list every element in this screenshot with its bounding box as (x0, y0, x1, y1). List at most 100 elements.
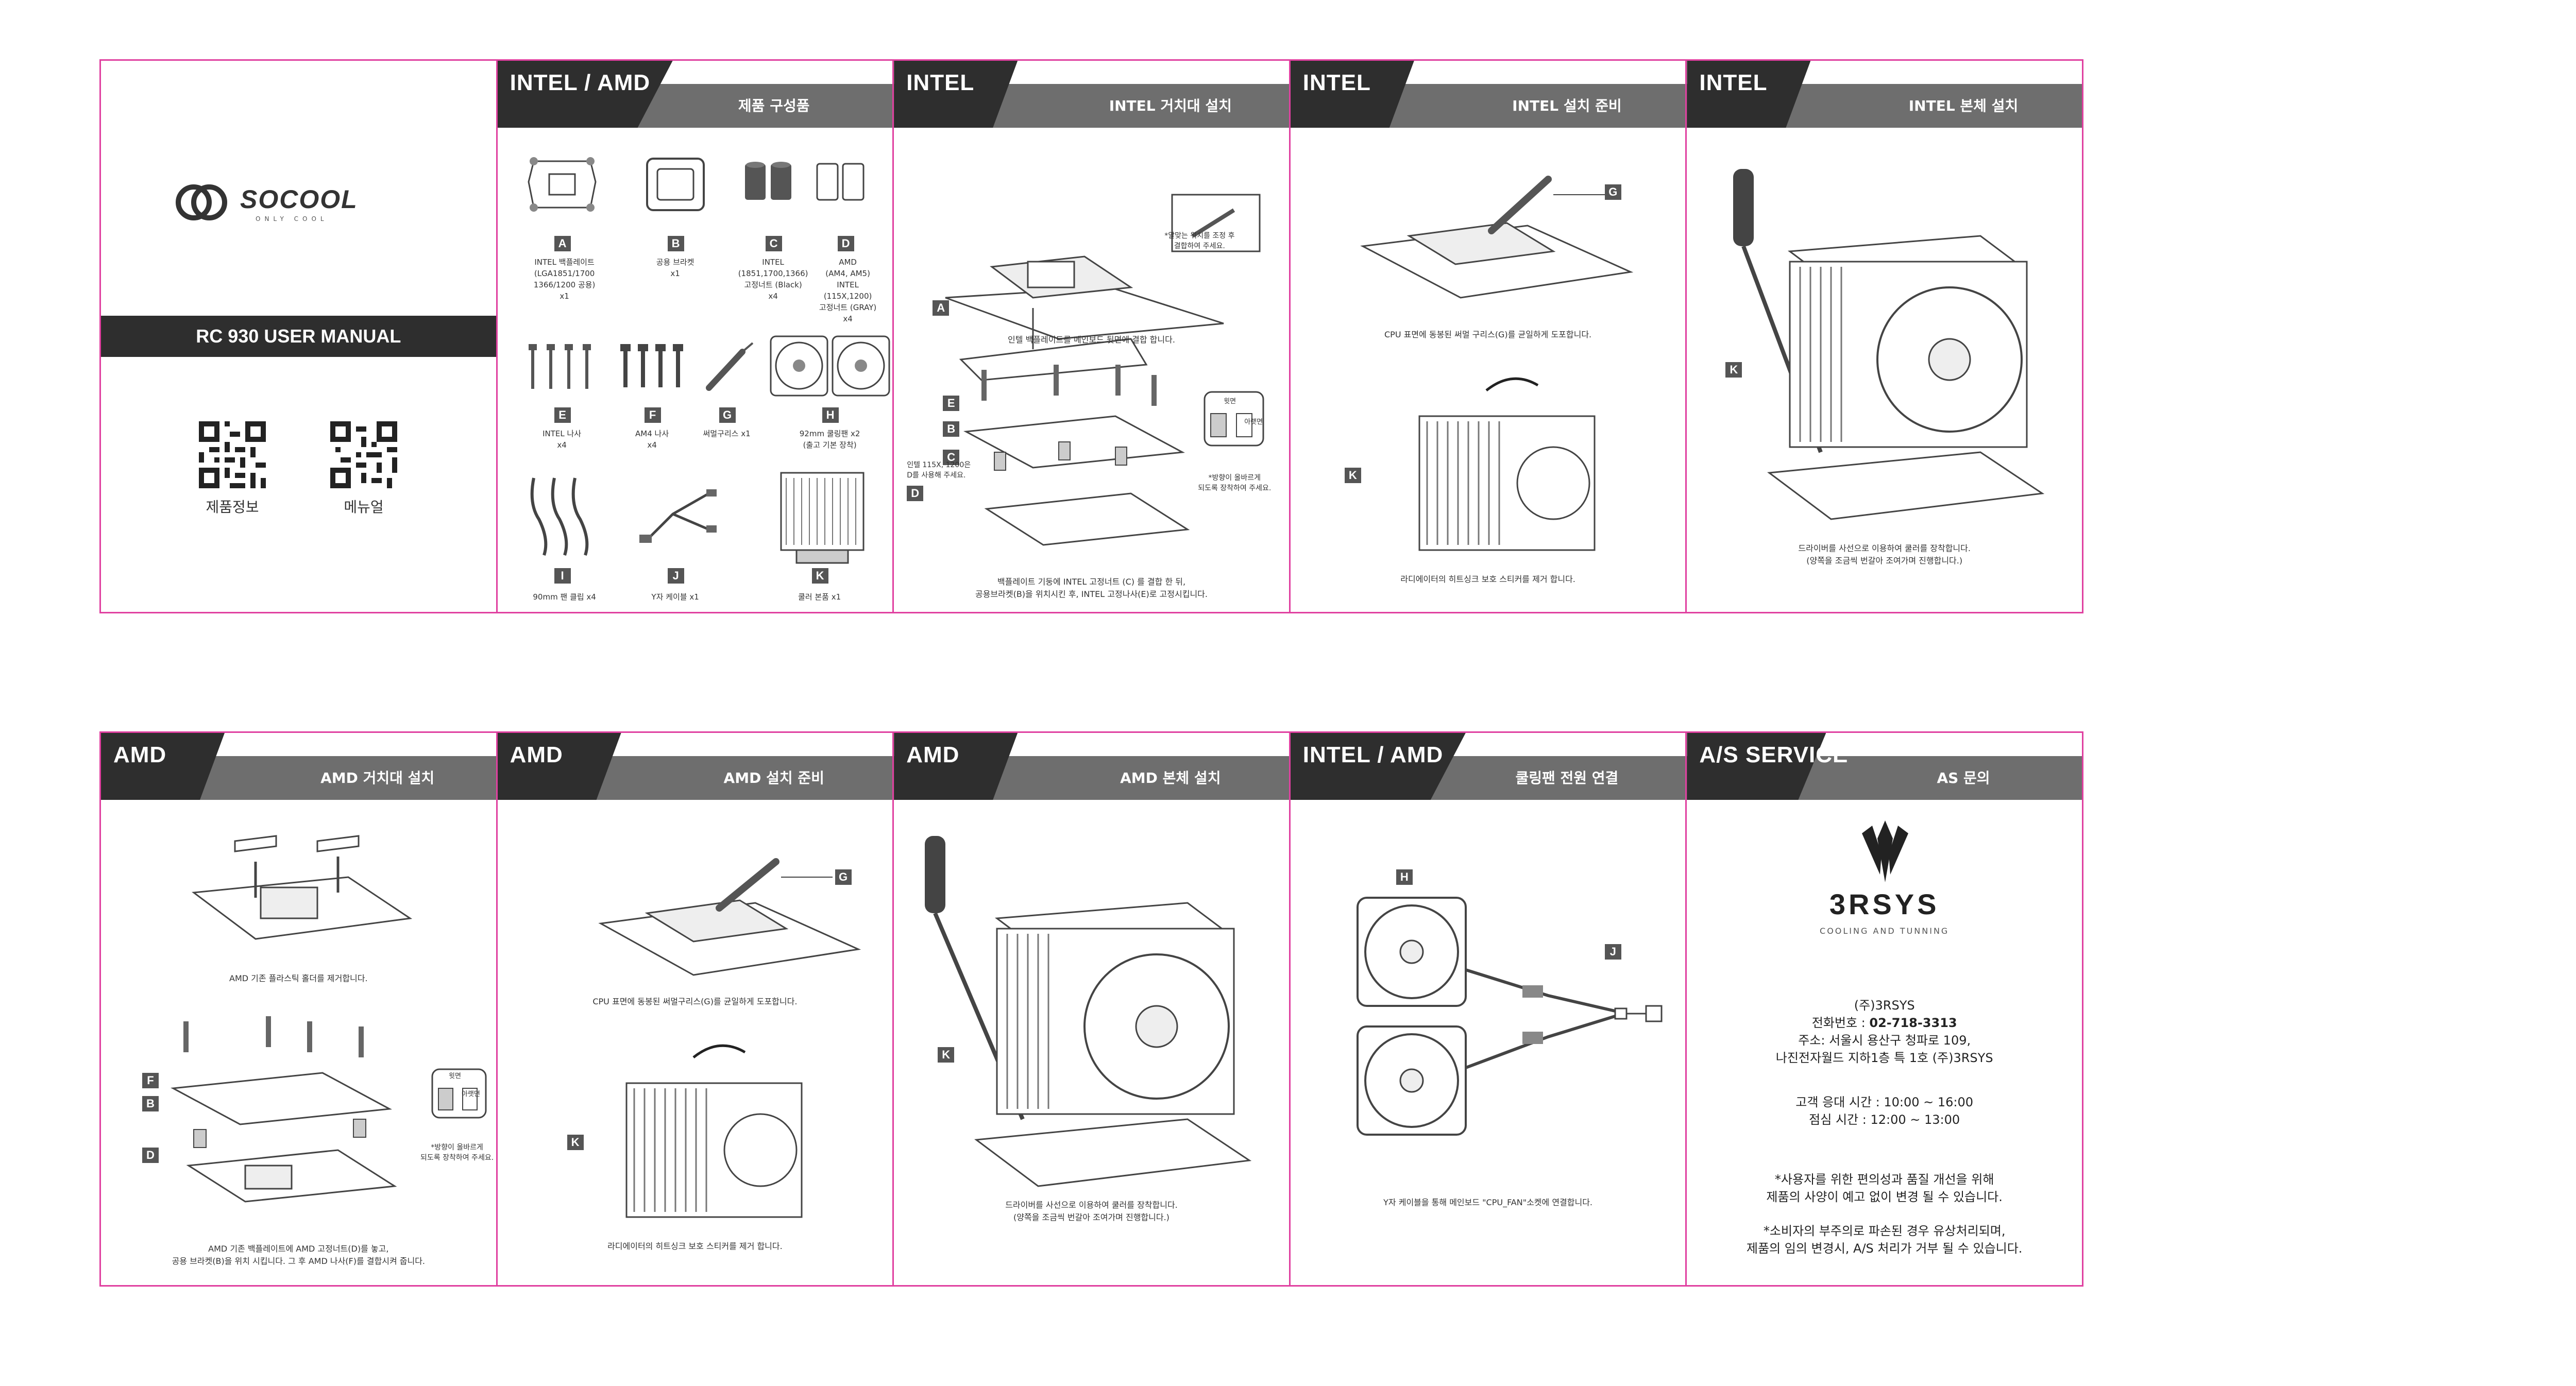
part-d-label: AMD (AM4, AM5) INTEL (115X,1200) 고정너트 (G… (819, 258, 877, 323)
step-caption-2: 라디에이터의 히트싱크 보호 스티커를 제거 합니다. (607, 1241, 783, 1251)
step-caption-1: AMD 기존 플라스틱 홀더를 제거합니다. (229, 973, 368, 983)
part-b-label: 공용 브라켓 x1 (656, 258, 694, 278)
notice-1-line-1: *사용자를 위한 편의성과 품질 개선을 위해 (1774, 1172, 1994, 1187)
badge-k: K (1344, 468, 1361, 483)
phone-number[interactable]: 02-718-3313 (1869, 1016, 1957, 1030)
lunch-hours: 점심 시간 : 12:00 ~ 13:00 (1809, 1113, 1960, 1127)
badge-d: D (837, 236, 854, 251)
badge-k: K (811, 568, 828, 584)
badge-k: K (1725, 362, 1742, 378)
step-caption: 드라이버를 사선으로 이용하여 쿨러를 장착합니다. (양쪽을 조금씩 번갈아 … (1798, 543, 1971, 566)
step-caption-2: 라디에이터의 히트싱크 보호 스티커를 제거 합니다. (1400, 574, 1575, 584)
badge-e: E (554, 407, 571, 423)
panel-title: 쿨링팬 전원 연결 (1515, 769, 1619, 786)
qr-code-manual[interactable] (330, 421, 397, 488)
fan-wiring-drawing (1356, 897, 1663, 1136)
panel-tag: INTEL (1699, 70, 1768, 95)
panel-tag: A/S SERVICE (1699, 742, 1849, 767)
part-k-label: 쿨러 본품 x1 (798, 592, 841, 602)
nut-bottom-label: 아랫면 (462, 1090, 480, 1098)
manual-title: RC 930 USER MANUAL (101, 316, 496, 357)
badge-c: C (943, 450, 960, 465)
intel-cpu-grease-drawing (1360, 176, 1634, 299)
panel-tag: INTEL (906, 70, 975, 95)
badge-e: E (943, 396, 960, 411)
nut-orientation-drawing (1204, 391, 1264, 447)
panel-header: INTEL / AMD 쿨링팬 전원 연결 (1290, 733, 1686, 800)
qr-code-product[interactable] (199, 421, 266, 488)
badge-g: G (835, 869, 852, 885)
amd-cpu-grease-drawing (598, 858, 861, 976)
intel-screws-drawing (528, 344, 591, 389)
badge-h: H (822, 407, 839, 423)
panel-tag: AMD (113, 742, 167, 767)
nut-orientation-note: *방향이 올바르게 되도록 장착하여 주세요. (420, 1143, 494, 1162)
badge-d: D (142, 1148, 159, 1163)
y-cable-drawing (639, 489, 717, 543)
brand-tagline: ONLY COOL (256, 215, 328, 223)
panel-header: AMD AMD 본체 설치 (894, 733, 1289, 800)
notice-2-line-2: 제품의 임의 변경시, A/S 처리가 거부 될 수 있습니다. (1746, 1241, 2023, 1256)
badge-i: I (554, 568, 571, 584)
panel-title: AMD 설치 준비 (723, 769, 824, 786)
panel-as-service: A/S SERVICE AS 문의 3RSYS COOLING AND TUNN… (1687, 733, 2082, 1285)
intel-backplate-install-drawing (945, 194, 1261, 381)
qr-label-manual: 메뉴얼 (344, 499, 384, 516)
panel-title: INTEL 설치 준비 (1512, 97, 1622, 114)
intel-115x-note: 인텔 115X, 1200은 D를 사용해 주세요. (907, 461, 971, 480)
nut-orientation-note: *방향이 올바르게 되도록 장착하여 주세요. (1198, 474, 1272, 492)
nut-gray-drawing (816, 163, 865, 201)
panel-header: AMD AMD 거치대 설치 (101, 733, 496, 800)
nut-orientation-drawing (431, 1068, 487, 1119)
badge-d: D (907, 486, 924, 501)
brand-logo-text: SOCOOL (240, 185, 358, 214)
nut-bottom-label: 아랫면 (1244, 418, 1263, 426)
badge-b: B (667, 236, 684, 251)
panel-fan-power: INTEL / AMD 쿨링팬 전원 연결 H J Y자 케이블을 통해 메인보… (1290, 733, 1687, 1285)
badge-b: B (142, 1096, 159, 1111)
panel-amd-bracket: AMD AMD 거치대 설치 AMD 기존 플라스틱 홀더를 제거합니다. F … (101, 733, 498, 1285)
panel-header: A/S SERVICE AS 문의 (1687, 733, 2082, 800)
address-line-1: 주소: 서울시 용산구 청파로 109, (1798, 1033, 1971, 1048)
amd-screws-drawing (620, 344, 683, 387)
amd-cooler-install-drawing (925, 836, 1252, 1187)
panel-components: INTEL / AMD 제품 구성품 A B C D INTEL 백플레이트 (… (497, 61, 894, 612)
amd-bracket-install-drawing (170, 1016, 397, 1203)
badge-f: F (644, 407, 661, 423)
nut-black-drawing (744, 162, 791, 200)
phone-line: 전화번호 : 02-718-3313 (1687, 1014, 2082, 1032)
qr-label-product: 제품정보 (206, 499, 259, 516)
step-caption-1: CPU 표면에 동봉된 써멀 구리스(G)를 균일하게 도포합니다. (1384, 330, 1592, 339)
service-hours: 고객 응대 시간 : 10:00 ~ 16:00 (1795, 1095, 1974, 1109)
as-brand-tagline: COOLING AND TUNNING (1820, 926, 1950, 936)
notice-2-line-1: *소비자의 부주의로 파손된 경우 유상처리되며, (1763, 1224, 2006, 1238)
panel-title: INTEL 거치대 설치 (1109, 97, 1232, 114)
panel-header: INTEL / AMD 제품 구성품 (497, 61, 893, 128)
panel-tag: INTEL / AMD (510, 70, 651, 95)
part-j-label: Y자 케이블 x1 (651, 592, 699, 602)
badge-h: H (1396, 869, 1413, 885)
phone-label: 전화번호 : (1811, 1016, 1870, 1030)
nut-top-label: 윗면 (1224, 398, 1236, 405)
panel-tag: AMD (906, 742, 960, 767)
panel-intel-main: INTEL INTEL 본체 설치 K 드라이버를 사선으로 이용하여 쿨러를 … (1687, 61, 2082, 612)
part-i-label: 90mm 팬 클립 x4 (533, 592, 596, 602)
badge-f: F (142, 1073, 159, 1088)
badge-j: J (667, 568, 684, 584)
heatsink-sticker-drawing (625, 1044, 803, 1218)
part-h-label: 92mm 쿨링팬 x2 (출고 기본 장착) (799, 429, 860, 450)
cooler-drawing (780, 472, 865, 564)
manual-sheet-bottom: AMD AMD 거치대 설치 AMD 기존 플라스틱 홀더를 제거합니다. F … (99, 731, 2083, 1287)
heatsink-sticker-drawing (1418, 377, 1596, 551)
step-caption: Y자 케이블을 통해 메인보드 "CPU_FAN"소켓에 연결합니다. (1383, 1197, 1593, 1207)
badge-j: J (1604, 944, 1621, 960)
panel-header: AMD AMD 설치 준비 (497, 733, 893, 800)
address-line-2: 나진전자월드 지하1층 특 1호 (주)3RSYS (1775, 1051, 1993, 1065)
intel-bracket-install-drawing (963, 365, 1190, 546)
badge-c: C (765, 236, 782, 251)
badge-b: B (943, 421, 960, 437)
badge-a: A (554, 236, 571, 251)
fans-drawing (770, 335, 890, 397)
thermal-grease-drawing (705, 342, 753, 391)
part-g-label: 써멀구리스 x1 (703, 429, 751, 438)
